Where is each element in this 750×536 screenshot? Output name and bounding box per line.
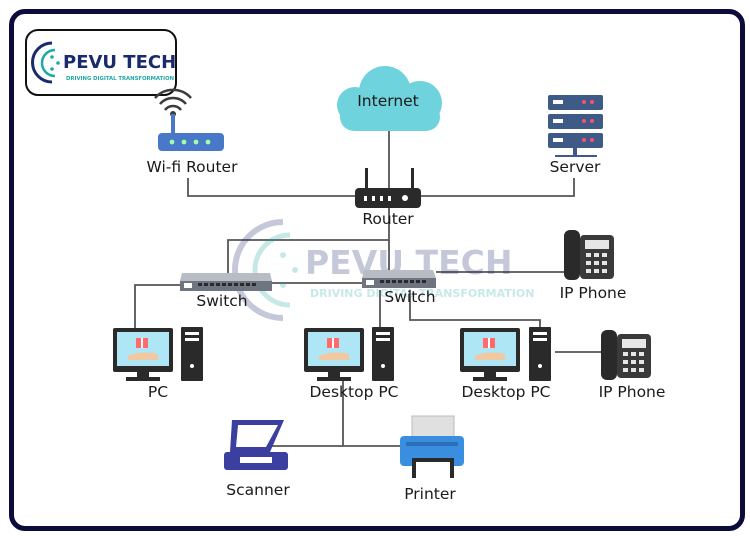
desktop-pc-center: Desktop PC — [304, 327, 399, 401]
link-switch-right-desktop2 — [409, 290, 541, 330]
connections — [134, 130, 602, 447]
ip-phone-bottom-label: IP Phone — [599, 383, 666, 401]
internet-label: Internet — [357, 92, 419, 110]
server: Server — [548, 95, 603, 176]
logo-circuit-dot — [50, 55, 54, 59]
ip-phone-bottom: IP Phone — [599, 330, 666, 401]
link-desktop-peripherals — [262, 380, 400, 447]
switch-right-label: Switch — [384, 288, 435, 306]
link-server-backbone — [420, 178, 575, 197]
watermark-tagline: DRIVING DIGITAL TRANSFORMATION — [310, 287, 534, 300]
brand-name: PEVU TECH — [63, 52, 176, 73]
desktop-pc-right: Desktop PC — [460, 327, 551, 401]
printer-label: Printer — [404, 485, 456, 503]
scanner: Scanner — [224, 420, 290, 499]
desktop-pc-right-label: Desktop PC — [461, 383, 550, 401]
wifi-router-label: Wi-fi Router — [147, 158, 239, 176]
pc-label: PC — [148, 383, 168, 401]
phone-handset-icon — [564, 230, 580, 280]
server-label: Server — [550, 158, 601, 176]
router: Router — [355, 168, 421, 228]
printer: Printer — [400, 415, 464, 503]
brand-tagline: DRIVING DIGITAL TRANSFORMATION — [66, 76, 174, 82]
ip-phone-top: IP Phone — [560, 230, 627, 302]
server-rack-icon — [548, 95, 603, 157]
link-wifi-router-backbone — [187, 178, 355, 197]
internet-cloud: Internet — [337, 66, 442, 131]
router-label: Router — [362, 210, 414, 228]
switch-left: Switch — [180, 273, 272, 310]
scanner-label: Scanner — [226, 481, 290, 499]
wifi-router: Wi-fi Router — [147, 88, 239, 176]
wifi-signal-icon — [154, 88, 192, 111]
switch-right: Switch — [362, 270, 436, 306]
link-switch-left-pc — [134, 284, 180, 330]
ip-phone-top-label: IP Phone — [560, 284, 627, 302]
pc: PC — [113, 327, 203, 401]
phone-handset-icon — [601, 330, 617, 380]
link-router-switches — [227, 208, 390, 274]
brand-logo: PEVU TECH DRIVING DIGITAL TRANSFORMATION — [25, 29, 177, 96]
desktop-pc-center-label: Desktop PC — [309, 383, 398, 401]
switch-left-label: Switch — [196, 292, 247, 310]
